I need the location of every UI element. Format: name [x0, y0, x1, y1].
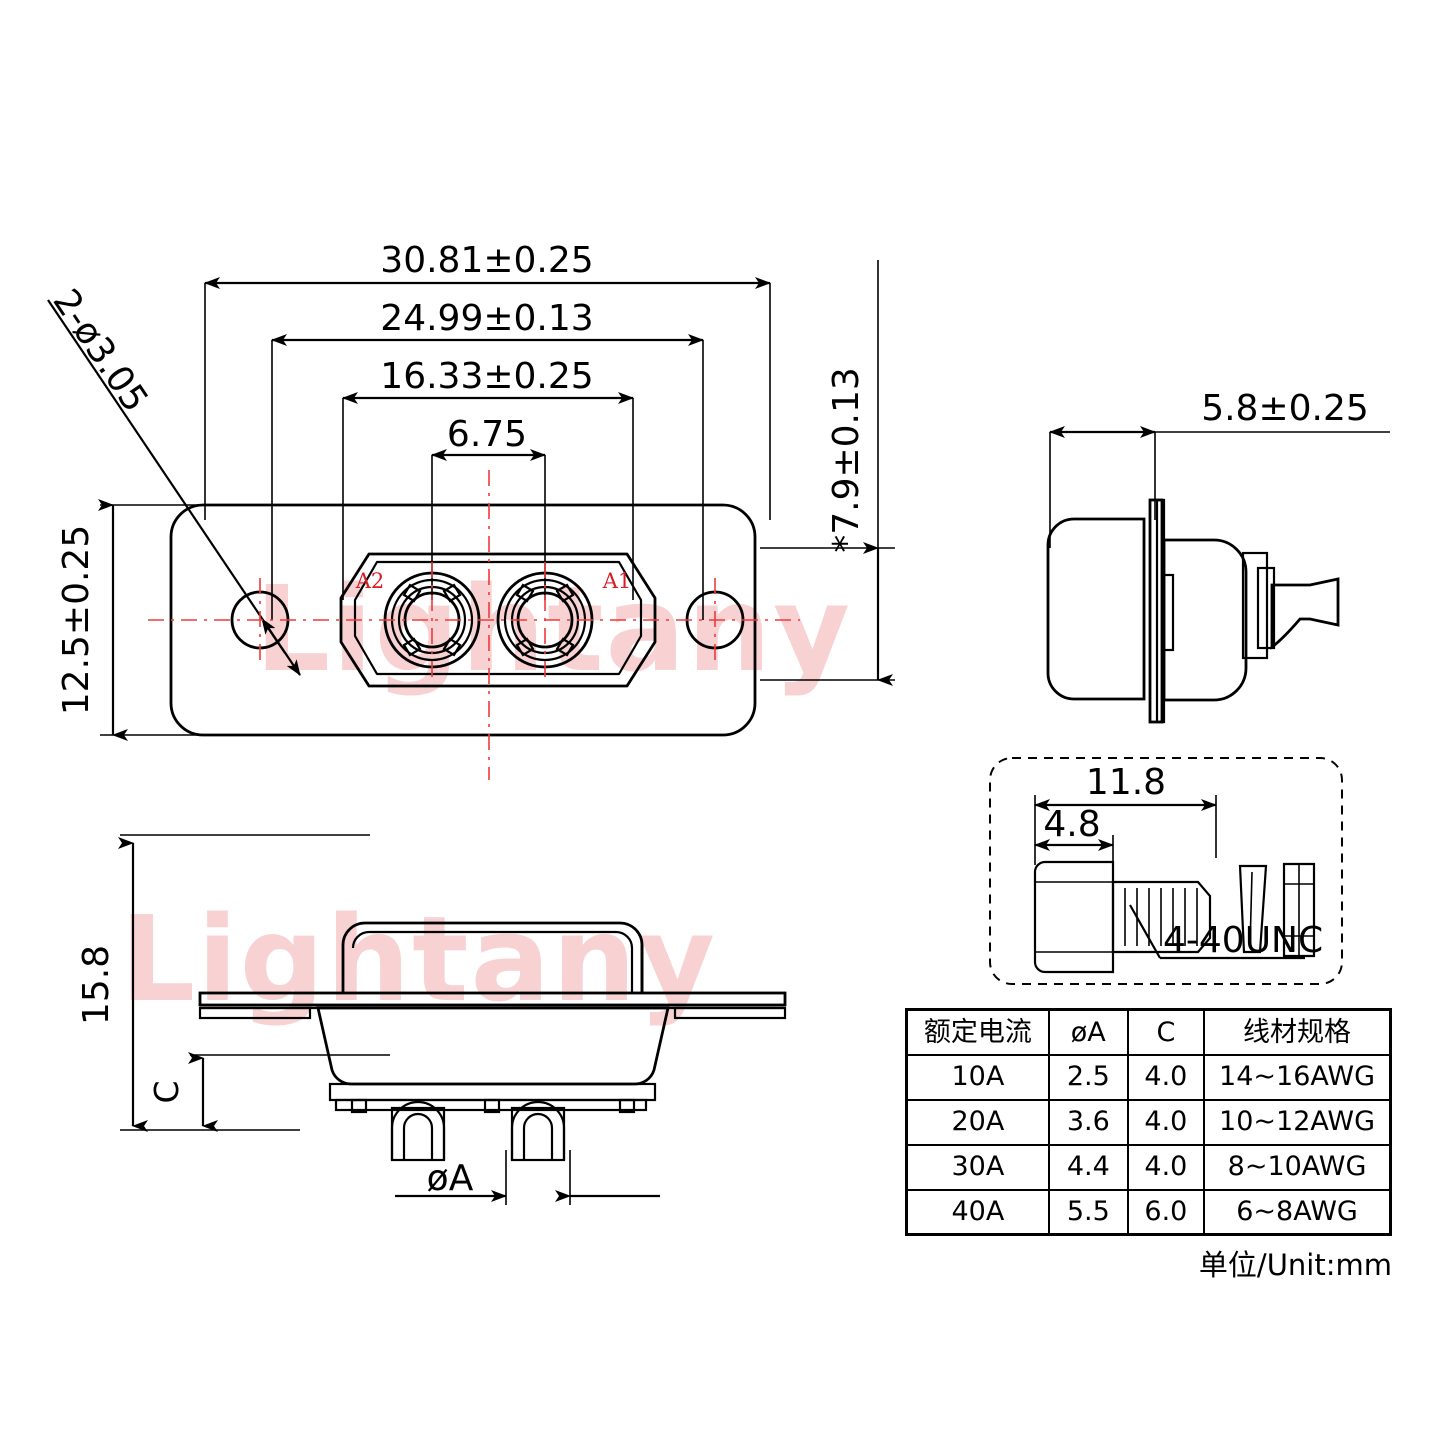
cell-c: 4.0	[1126, 1098, 1206, 1146]
side-contact-block-2	[1256, 566, 1276, 650]
cell-dia-a: 4.4	[1047, 1143, 1129, 1191]
hole-callout-leader	[47, 299, 301, 676]
dim-mount-pitch-label: 24.99±0.13	[380, 298, 593, 339]
cell-wire-spec: 10~12AWG	[1203, 1098, 1392, 1146]
unit-note: 单位/Unit:mm	[1198, 1248, 1392, 1282]
dim-screw-head-label: 4.8	[1043, 804, 1100, 845]
table-row: 20A 3.6 4.0 10~12AWG	[905, 1098, 1392, 1146]
d-shell-outer	[339, 552, 657, 688]
dim-dia-a-label: øA	[427, 1158, 474, 1199]
dim-plate-height-label: 12.5±0.25	[56, 525, 97, 715]
front-view: 30.81±0.25 24.99±0.13 16.33±0.25 6.75 12…	[45, 240, 895, 780]
table-row: 40A 5.5 6.0 6~8AWG	[905, 1188, 1392, 1236]
bottom-flange-tab-left	[198, 1006, 312, 1020]
table-header-row: 额定电流 øA C 线材规格	[905, 1008, 1392, 1056]
cell-wire-spec: 6~8AWG	[1203, 1188, 1392, 1236]
dim-bottom-height-label: 15.8	[76, 945, 117, 1025]
contact-label-a2: A2	[355, 569, 385, 593]
front-centerlines	[148, 470, 800, 780]
bottom-tab-b	[483, 1098, 501, 1114]
cell-c: 4.0	[1126, 1053, 1206, 1101]
side-front-shell	[1162, 538, 1248, 702]
side-contact-block	[1241, 551, 1269, 660]
screw-detail: 11.8 4.8 4-40UNC	[989, 757, 1343, 985]
thread-callout-leader	[1129, 904, 1161, 959]
dim-screw-length-label: 11.8	[1086, 762, 1166, 803]
nut-icon	[1282, 862, 1316, 958]
dim-contact-pitch-label: 6.75	[447, 414, 527, 455]
bottom-tab-a	[350, 1098, 368, 1114]
bottom-hood-outline	[341, 921, 644, 993]
bottom-tab-c	[618, 1098, 636, 1114]
cell-current: 10A	[905, 1053, 1050, 1101]
bottom-insulator-body	[316, 1006, 670, 1086]
screw-threads	[1124, 888, 1198, 946]
bottom-dimension-lines	[118, 837, 660, 1202]
dim-overall-width-label: 30.81±0.25	[380, 240, 593, 281]
bottom-flange-tab-right	[673, 1006, 787, 1020]
side-view: 5.8±0.25	[1046, 388, 1390, 724]
cell-current: 30A	[905, 1143, 1050, 1191]
side-shell-rib	[1162, 573, 1175, 652]
nut-facets	[1284, 864, 1314, 956]
dim-shell-height-label: *7.9±0.13	[826, 367, 867, 553]
bottom-view: 15.8 C øA	[76, 834, 787, 1205]
cell-wire-spec: 14~16AWG	[1203, 1053, 1392, 1101]
screw-hex-head	[1033, 860, 1115, 974]
dim-shell-width-label: 16.33±0.25	[380, 356, 593, 397]
cell-dia-a: 3.6	[1047, 1098, 1129, 1146]
cell-c: 6.0	[1126, 1188, 1206, 1236]
screw-dimension-lines	[1034, 799, 1217, 851]
bottom-base-strip	[328, 1082, 657, 1102]
pin-barrel-left	[390, 1100, 446, 1162]
d-shell-inner	[353, 560, 643, 676]
cell-dia-a: 5.5	[1047, 1188, 1129, 1236]
pin-barrel-right	[510, 1100, 566, 1162]
cell-current: 20A	[905, 1098, 1050, 1146]
screw-detail-box	[989, 757, 1343, 985]
dim-depth-label: 5.8±0.25	[1201, 388, 1369, 429]
table-row: 10A 2.5 4.0 14~16AWG	[905, 1053, 1392, 1101]
bottom-witness-lines	[120, 834, 571, 1205]
contact-label-a1: A1	[602, 569, 632, 593]
side-witness-lines	[1049, 431, 1390, 548]
bottom-hood-outline-inner	[351, 930, 634, 993]
cell-current: 40A	[905, 1188, 1050, 1236]
cell-wire-spec: 8~10AWG	[1203, 1143, 1392, 1191]
ferrule-line	[1249, 871, 1253, 949]
side-rear-hood	[1046, 517, 1146, 701]
ferrule-icon	[1238, 864, 1268, 954]
bottom-base-strip2	[334, 1098, 648, 1112]
cell-dia-a: 2.5	[1047, 1053, 1129, 1101]
table-row: 30A 4.4 4.0 8~10AWG	[905, 1143, 1392, 1191]
hole-callout-label: 2-ø3.05	[45, 282, 156, 419]
table-header-c: C	[1126, 1008, 1206, 1056]
front-plate-outline	[169, 503, 757, 737]
spec-table: 额定电流 øA C 线材规格 10A 2.5 4.0 14~16AWG 20A …	[905, 1008, 1392, 1236]
table-header-current: 额定电流	[905, 1008, 1050, 1056]
table-header-dia-a: øA	[1047, 1008, 1129, 1056]
screw-shank	[1111, 880, 1212, 954]
front-dimension-lines	[98, 277, 893, 741]
dim-c-label: C	[147, 1080, 186, 1103]
table-header-wire-spec: 线材规格	[1203, 1008, 1392, 1056]
cell-c: 4.0	[1126, 1143, 1206, 1191]
bottom-flange-plate	[198, 991, 787, 1007]
side-wire-tail	[1270, 577, 1340, 650]
